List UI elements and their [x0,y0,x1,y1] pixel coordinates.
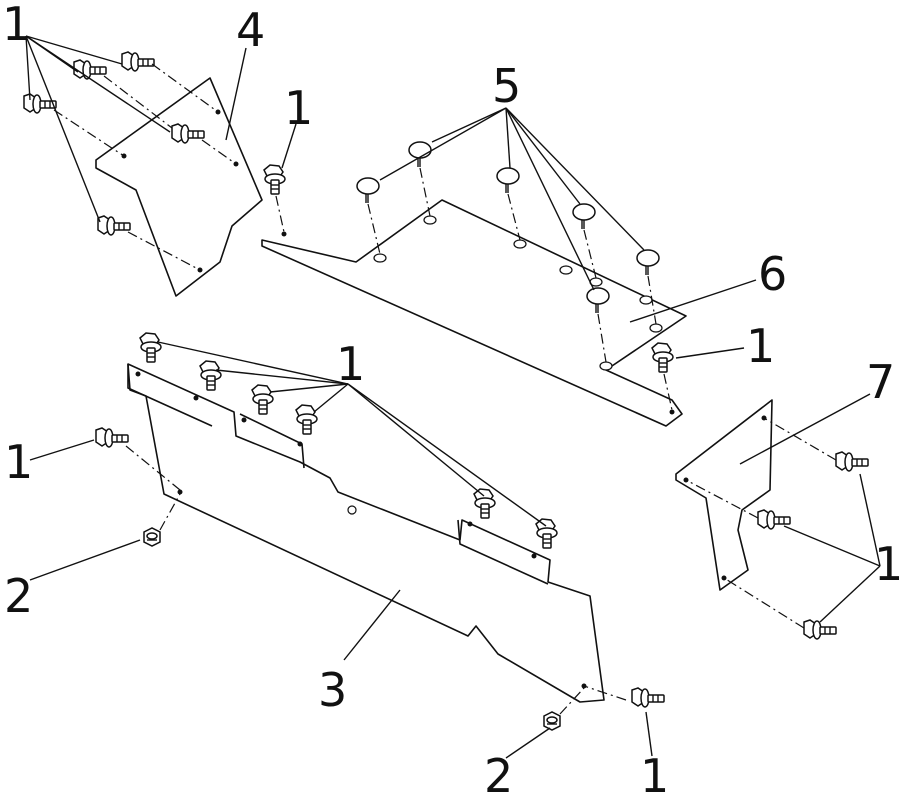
clip-icon [408,141,432,168]
panel-3-nuts [143,493,585,731]
screw-icon [199,360,222,391]
panel-3 [127,363,605,703]
callout-1: 1 [2,0,31,51]
screw-icon [651,342,674,373]
callout-2: 2 [484,749,513,800]
callout-1: 1 [640,749,669,800]
callout-1: 1 [874,537,903,591]
clip-icon [636,249,660,276]
callout-1: 1 [336,337,365,391]
screw-icon [73,59,107,80]
screw-icon [251,384,274,415]
screw-icon [295,404,318,435]
screw-icon [139,332,162,363]
screw-icon [171,123,205,144]
leader-lines [25,35,881,759]
screw-icon [263,164,286,195]
callout-7: 7 [866,355,895,409]
panel-6-screws [263,164,674,411]
screw-icon [97,215,131,236]
screw-icon [121,51,155,72]
panel-6 [261,199,687,427]
clip-icon [356,177,380,204]
clip-icon [496,167,520,194]
callout-5: 5 [492,59,521,113]
panel-4 [95,77,263,297]
panel-7 [675,399,773,591]
nut-icon [143,527,161,547]
screw-icon [835,451,869,472]
screw-icon [95,427,129,448]
nut-icon [543,711,561,731]
screw-icon [473,488,496,519]
callout-1: 1 [284,81,313,135]
screw-icon [23,93,57,114]
callout-1: 1 [4,435,33,489]
callout-2: 2 [4,569,33,623]
panel-4-screws [23,51,237,271]
callout-3: 3 [318,663,347,717]
panel-3-screws [95,332,665,708]
screw-icon [535,518,558,549]
panel-7-screws [685,417,869,640]
callout-6: 6 [758,247,787,301]
clip-icon [572,203,596,230]
screw-icon [631,687,665,708]
callout-4: 4 [236,3,265,57]
screw-icon [803,619,837,640]
panel-6-clips [356,141,660,363]
clip-icon [586,287,610,314]
callout-1: 1 [746,319,775,373]
